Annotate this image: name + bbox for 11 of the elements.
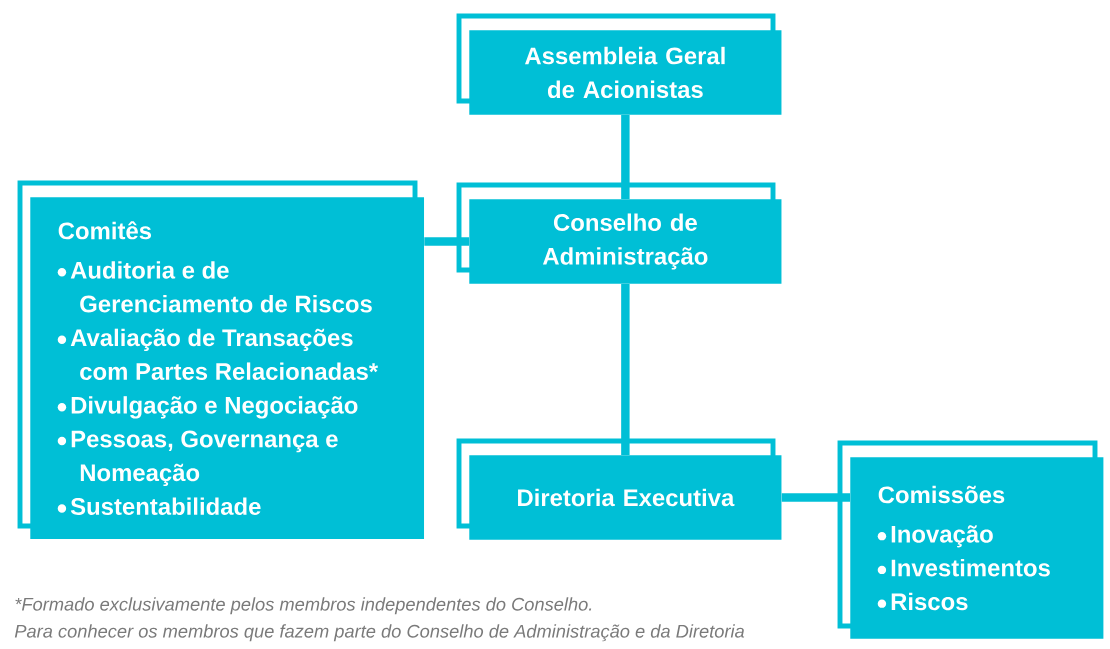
footnote: *Formado exclusivamente pelos membros independentes do Conselho. <box>15 597 592 615</box>
footnote: Para conhecer os membros que fazem parte do Conselho de Administração e da Diretoria <box>14 624 745 642</box>
connector-line <box>621 114 630 199</box>
org-box: Comissões Inovação Investimentos Riscos <box>837 440 1104 639</box>
org-box: Diretoria Executiva <box>456 438 782 540</box>
org-box: Comitês Auditoria e de Gerenciamento de Riscos Avaliação de Transações com Partes Relacionadas* Divulgação e Negociação Pessoas, Governança e Nomeação Sustentabilidade <box>17 180 424 539</box>
connector-line <box>424 237 469 246</box>
connector-line <box>621 283 630 455</box>
org-box: Conselho de Administração <box>456 182 782 284</box>
connector-line <box>781 493 850 502</box>
org-box: Assembleia Geral de Acionistas <box>456 13 782 115</box>
